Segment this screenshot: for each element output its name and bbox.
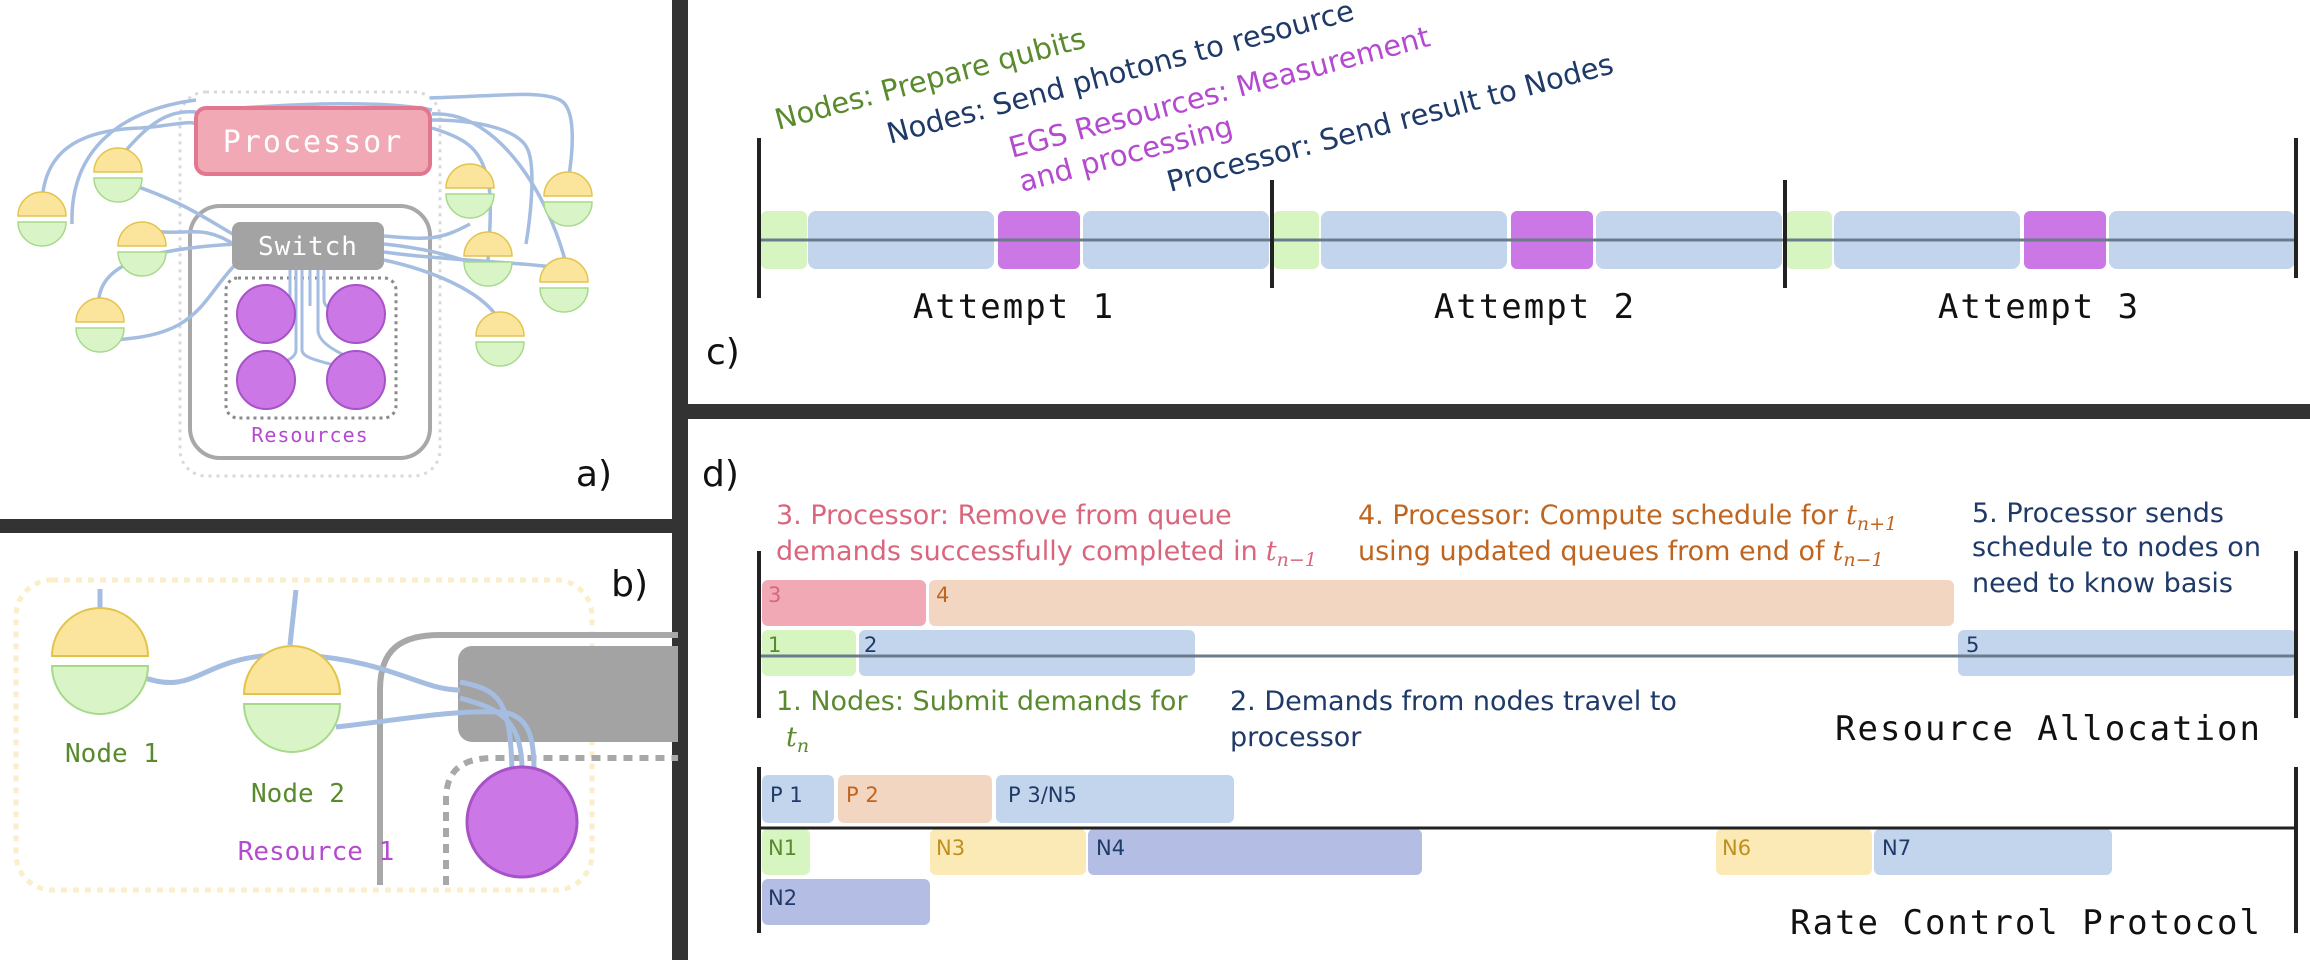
rcp-bar-n2 xyxy=(762,879,930,925)
attempt-3-label: Attempt 3 xyxy=(1938,287,2140,327)
bar-step-2 xyxy=(859,630,1195,676)
bar-step-5-label: 5 xyxy=(1966,633,1979,657)
panel-c-letter: c) xyxy=(706,332,740,373)
attempt-1-label: Attempt 1 xyxy=(913,287,1115,327)
bar-step-1-label: 1 xyxy=(768,633,781,657)
bar-step-5 xyxy=(1958,630,2296,676)
rcp-bar-n3-label: N3 xyxy=(936,836,965,860)
step-5-line1: 5. Processor sends xyxy=(1972,498,2224,529)
panel-b: Node 1 Node 2 Resource 1 xyxy=(13,577,678,893)
resource-1-circle xyxy=(465,765,579,879)
panel-b-fibers xyxy=(97,589,537,771)
right-horizontal-divider xyxy=(688,404,2310,419)
bar-step-3-label: 3 xyxy=(768,583,781,607)
step-5-line2: schedule to nodes on xyxy=(1972,532,2261,563)
processor-box xyxy=(194,106,432,176)
resource-dotted-rail xyxy=(443,755,678,885)
panel-a-nodes xyxy=(17,147,593,367)
panel-a-letter: a) xyxy=(576,454,612,495)
node-icon xyxy=(445,163,495,219)
step-3-line1: 3. Processor: Remove from queue xyxy=(776,500,1232,531)
node-icon xyxy=(539,257,589,313)
panel-d-letter: d) xyxy=(702,454,739,495)
rcp-bar-n1-label: N1 xyxy=(768,836,797,860)
switch-label: Switch xyxy=(258,232,358,262)
rcp-bar-n6-label: N6 xyxy=(1722,836,1751,860)
node-icon xyxy=(75,297,125,353)
rcp-bar-n7-label: N7 xyxy=(1882,836,1911,860)
bar-step-3 xyxy=(762,580,926,626)
step-5-line3: need to know basis xyxy=(1972,568,2233,599)
resource-allocation-ticks xyxy=(757,551,2298,718)
panel-a: Processor Switch Resources xyxy=(17,90,612,495)
panel-b-dotted-frame xyxy=(13,577,595,893)
panel-d: d) 3. Processor: Remove from queue deman… xyxy=(702,454,2298,943)
step-1-line2: tn xyxy=(786,722,809,757)
rcp-bar-n4 xyxy=(1088,829,1422,875)
node-2-icon xyxy=(242,645,342,753)
panel-c-ticks xyxy=(757,138,2298,298)
node-icon xyxy=(117,221,167,277)
switch-box xyxy=(232,222,384,270)
left-horizontal-divider xyxy=(0,519,678,533)
bar-step-1 xyxy=(762,630,856,676)
resources-label: Resources xyxy=(251,423,368,447)
rcp-bar-n6 xyxy=(1716,829,1872,875)
rcp-bar-p1 xyxy=(762,775,834,823)
rcp-bar-n7 xyxy=(1874,829,2112,875)
switch-block xyxy=(458,646,678,742)
processor-label: Processor xyxy=(223,125,404,160)
resource-circle xyxy=(236,350,296,410)
rate-control-ticks xyxy=(757,767,2298,933)
rcp-bar-n3 xyxy=(930,829,1086,875)
node-1-icon xyxy=(50,607,150,715)
resource-allocation-label: Resource Allocation xyxy=(1835,709,2262,749)
resource-circle xyxy=(326,284,386,344)
node-2-label: Node 2 xyxy=(251,779,345,809)
panel-b-letter: b) xyxy=(611,564,648,605)
attempt-2-label: Attempt 2 xyxy=(1434,287,1636,327)
rcp-bar-p2 xyxy=(838,775,992,823)
step-2-line2: processor xyxy=(1230,722,1362,753)
rcp-bar-p3n5 xyxy=(996,775,1234,823)
bar-step-4-label: 4 xyxy=(936,583,949,607)
step-2-line1: 2. Demands from nodes travel to xyxy=(1230,686,1677,717)
resource-circles xyxy=(236,284,386,410)
bar-step-2-label: 2 xyxy=(864,633,877,657)
step-1-line1: 1. Nodes: Submit demands for xyxy=(776,686,1188,717)
rcp-bar-p3n5-label: P 3/N5 xyxy=(1008,783,1077,807)
rcp-bar-n4-label: N4 xyxy=(1096,836,1125,860)
rcp-bar-n1 xyxy=(762,829,810,875)
rcp-bar-p1-label: P 1 xyxy=(770,783,803,807)
rcp-bar-n2-label: N2 xyxy=(768,886,797,910)
node-icon xyxy=(475,311,525,367)
resource-circle xyxy=(326,350,386,410)
processor-switch-dotted-frame xyxy=(178,90,442,478)
switch-enclosure xyxy=(188,204,432,460)
node-icon xyxy=(17,191,67,247)
node-icon xyxy=(93,147,143,203)
resource-1-label: Resource 1 xyxy=(238,837,395,867)
node-icon xyxy=(543,171,593,227)
node-icon xyxy=(463,231,513,287)
panel-c: Nodes: Prepare qubits Nodes: Send photon… xyxy=(706,0,2298,373)
vertical-divider xyxy=(672,0,688,960)
rcp-bar-p2-label: P 2 xyxy=(846,783,879,807)
node-1-label: Node 1 xyxy=(65,739,159,769)
resource-circle xyxy=(236,284,296,344)
rate-control-label: Rate Control Protocol xyxy=(1790,903,2262,943)
bar-step-4 xyxy=(929,580,1954,626)
switch-rail xyxy=(377,632,678,885)
